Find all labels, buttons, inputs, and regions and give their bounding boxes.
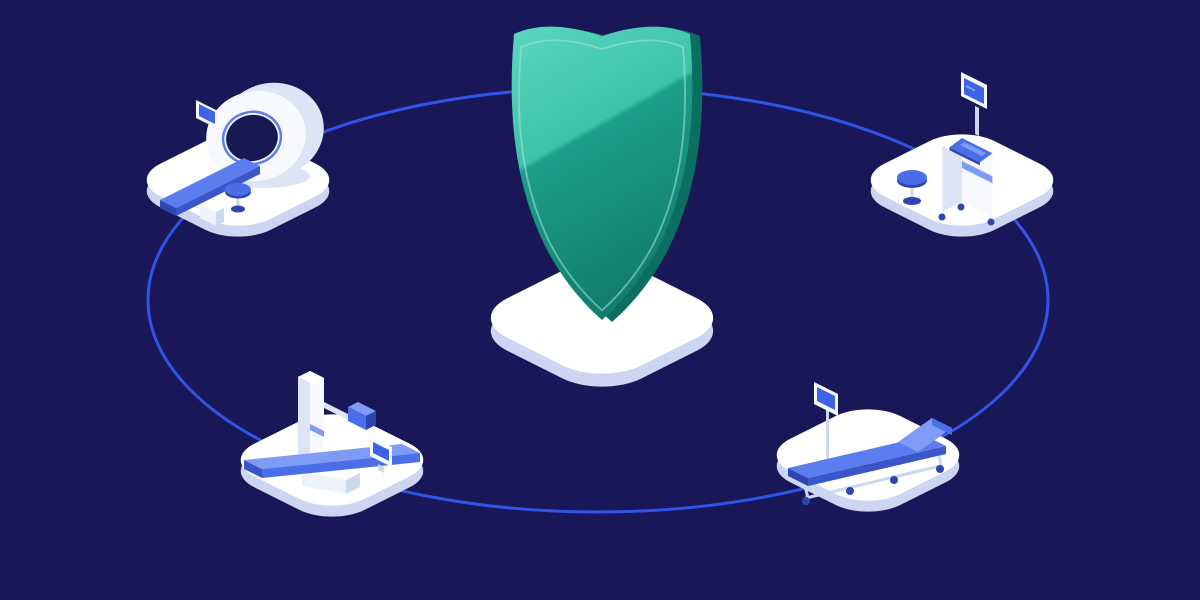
stretcher-mattress xyxy=(788,418,952,486)
tube-arm xyxy=(324,402,350,421)
security-shield xyxy=(511,26,703,323)
side-table-stem xyxy=(236,192,240,208)
tube-head-side xyxy=(366,411,376,430)
mri-table-pedestal-front xyxy=(200,204,216,226)
shield-inner-outline xyxy=(518,39,686,312)
stretcher-wheel xyxy=(846,487,854,495)
side-table-top xyxy=(225,183,251,196)
device-stretcher-bed xyxy=(788,382,952,505)
mri-monitor xyxy=(196,100,218,129)
cart-wheel xyxy=(938,213,946,221)
ultrasound-keyboard xyxy=(949,138,993,166)
backrest-edge xyxy=(932,418,952,435)
ultrasound-stool xyxy=(897,170,927,205)
mri-gantry xyxy=(206,82,324,182)
tower-top-face xyxy=(298,371,324,384)
stretcher-wheel xyxy=(802,497,810,505)
stretcher-wheel xyxy=(936,465,944,473)
mri-table-top xyxy=(160,158,260,208)
cart-side-face xyxy=(942,136,962,212)
monitor-pole xyxy=(826,408,829,470)
mri-side-table xyxy=(225,183,251,213)
monitor-neck xyxy=(975,106,979,136)
table-pedestal-side xyxy=(346,473,360,494)
mattress-top xyxy=(788,436,946,478)
ultrasound-monitor xyxy=(961,72,987,136)
mri-table-side xyxy=(176,166,260,216)
keyboard-keys xyxy=(960,142,986,156)
cart-drawer-band xyxy=(962,161,993,184)
mri-bore-ring xyxy=(221,110,283,166)
monitor-screen xyxy=(964,78,984,104)
monitor-screen xyxy=(373,442,389,461)
stretcher-frame xyxy=(802,450,944,505)
tube-head-top xyxy=(348,402,376,416)
cart-wheel xyxy=(987,218,995,226)
xray-console-monitor xyxy=(370,436,392,473)
mri-table-end xyxy=(160,200,176,216)
device-xray-machine xyxy=(244,371,420,494)
monitor-stand xyxy=(378,464,384,473)
keyboard-edge xyxy=(949,147,980,166)
stool-stem xyxy=(910,180,914,200)
stool-top xyxy=(897,170,927,185)
cart-wheel xyxy=(957,203,965,211)
tower-front-face xyxy=(310,371,324,459)
stretcher-monitor xyxy=(814,382,838,470)
table-pedestal-front xyxy=(302,472,346,494)
mri-bore xyxy=(226,114,278,162)
mri-table-pedestal-side xyxy=(216,208,224,226)
tower-collar xyxy=(310,424,324,437)
device-ultrasound-cart xyxy=(897,72,995,226)
monitor-screen xyxy=(199,104,215,124)
xray-tower xyxy=(298,371,324,459)
mri-patient-table xyxy=(160,158,260,226)
tower-side-face xyxy=(298,371,310,458)
device-mri-scanner xyxy=(160,82,324,226)
stool-base xyxy=(903,197,921,205)
monitor-screen-line xyxy=(966,85,975,92)
shield-face xyxy=(511,26,693,321)
table-end xyxy=(244,460,262,478)
stretcher-wheel xyxy=(890,476,898,484)
mattress-end xyxy=(788,468,808,486)
side-table-base xyxy=(231,205,245,213)
mattress-front-side xyxy=(808,446,946,486)
xray-tube-arm xyxy=(324,402,376,430)
monitor-screen xyxy=(817,387,835,410)
tube-head-front xyxy=(348,407,366,430)
